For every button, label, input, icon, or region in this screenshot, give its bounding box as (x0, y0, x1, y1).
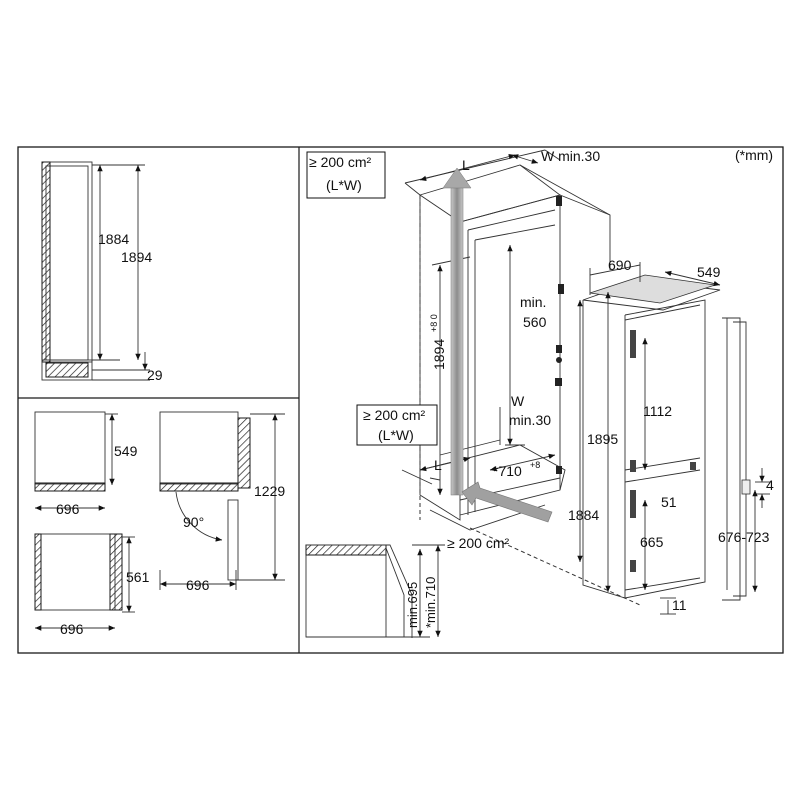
dim-710-niche: *710 (493, 463, 522, 479)
vent-area-mid-sub: (L*W) (378, 427, 414, 443)
outer-frame (17, 146, 784, 654)
dim-4: 4 (766, 477, 774, 493)
vent-area-top: ≥ 200 cm² (309, 154, 371, 170)
appliance (577, 262, 721, 615)
dim-549-appliance: 549 (697, 264, 721, 280)
dim-665: 665 (640, 534, 664, 550)
dim-1229: 1229 (254, 483, 285, 499)
dim-1884-appliance: 1884 (568, 507, 599, 523)
dim-696-door: 696 (186, 577, 210, 593)
dim-560: 560 (523, 314, 547, 330)
top-view-small (34, 411, 118, 511)
dim-696-small: 696 (56, 501, 80, 517)
side-view (41, 161, 150, 381)
airflow-arrow-in (461, 481, 553, 523)
airflow-arrow-up (442, 167, 472, 496)
unit-note: (*mm) (735, 147, 773, 163)
vent-area-mid-box (356, 404, 438, 446)
dim-29: 29 (147, 367, 163, 383)
door-rail (722, 317, 770, 601)
vent-area-mid: ≥ 200 cm² (363, 407, 425, 423)
label-L-top: L (462, 157, 470, 173)
label-W-top: W min.30 (541, 148, 600, 164)
label-L-bottom: L (434, 457, 442, 473)
dim-90-degree: 90° (183, 514, 204, 530)
dim-690: 690 (608, 257, 632, 273)
vent-area-bottom: ≥ 200 cm² (447, 535, 509, 551)
dim-1894-left: 1894 (121, 249, 152, 265)
dim-696-bottom: 696 (60, 621, 84, 637)
label-min-560: min. (520, 294, 546, 310)
dim-676-723: 676-723 (718, 529, 770, 545)
dim-1895: 1895 (587, 431, 618, 447)
vent-area-top-sub: (L*W) (326, 177, 362, 193)
dim-710-tol: +8 (530, 460, 540, 470)
vent-detail (305, 544, 445, 638)
label-W-mid: W (511, 393, 525, 409)
niche-cabinet (306, 149, 641, 606)
dim-561: 561 (126, 569, 150, 585)
dim-549-small: 549 (114, 443, 138, 459)
dim-1884-left: 1884 (98, 231, 129, 247)
dim-1894-tol: +8 0 (429, 314, 439, 332)
dim-1112: 1112 (643, 403, 672, 419)
label-W-mid-val: min.30 (509, 412, 551, 428)
dim-min695: min.695 (405, 582, 420, 628)
dim-min710: *min.710 (423, 577, 438, 628)
dim-1894-niche: 1894 (431, 339, 447, 370)
dim-11: 11 (672, 597, 687, 613)
top-view-bottom (34, 533, 135, 631)
top-view-door-open (159, 411, 285, 590)
dim-51: 51 (661, 494, 677, 510)
